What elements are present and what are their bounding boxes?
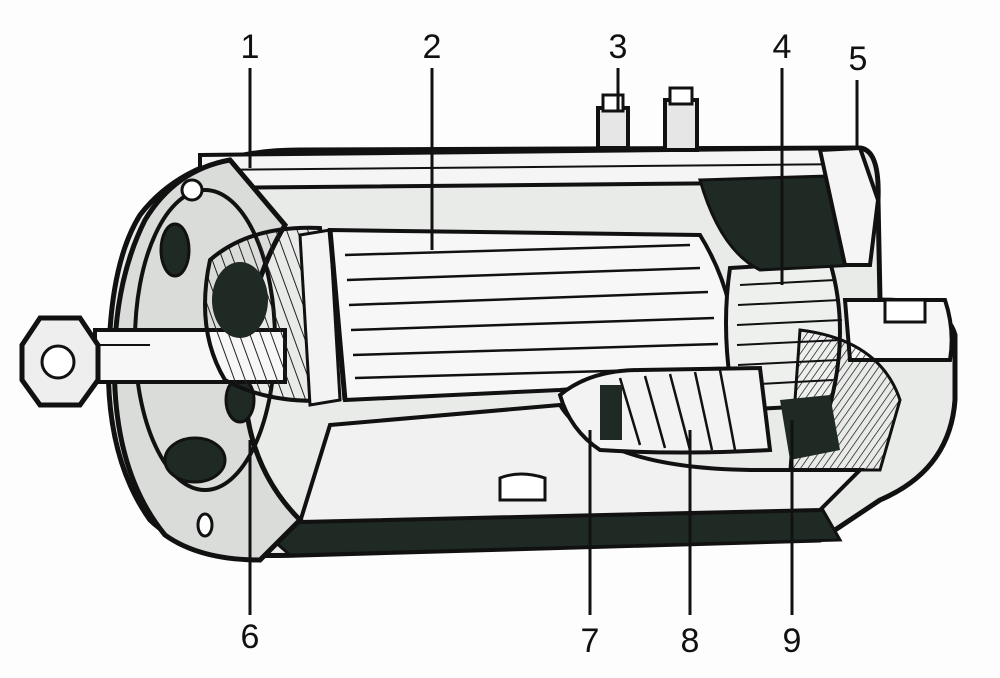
callout-1: 1 xyxy=(241,28,260,66)
terminal-posts xyxy=(596,86,699,152)
callout-8: 8 xyxy=(681,622,700,660)
armature-core xyxy=(327,227,738,403)
callout-3: 3 xyxy=(609,28,628,66)
leader-lines xyxy=(248,68,859,615)
drive-pinion xyxy=(498,365,773,502)
callout-5: 5 xyxy=(849,40,868,78)
callout-9: 9 xyxy=(783,622,802,660)
callout-6: 6 xyxy=(241,618,260,656)
callout-7: 7 xyxy=(581,622,600,660)
callout-2: 2 xyxy=(423,28,442,66)
winding-coil xyxy=(203,225,342,407)
rear-end-assembly xyxy=(780,145,954,472)
callout-labels: 1 2 3 4 5 6 7 8 9 xyxy=(241,28,868,660)
callout-4: 4 xyxy=(773,28,792,66)
